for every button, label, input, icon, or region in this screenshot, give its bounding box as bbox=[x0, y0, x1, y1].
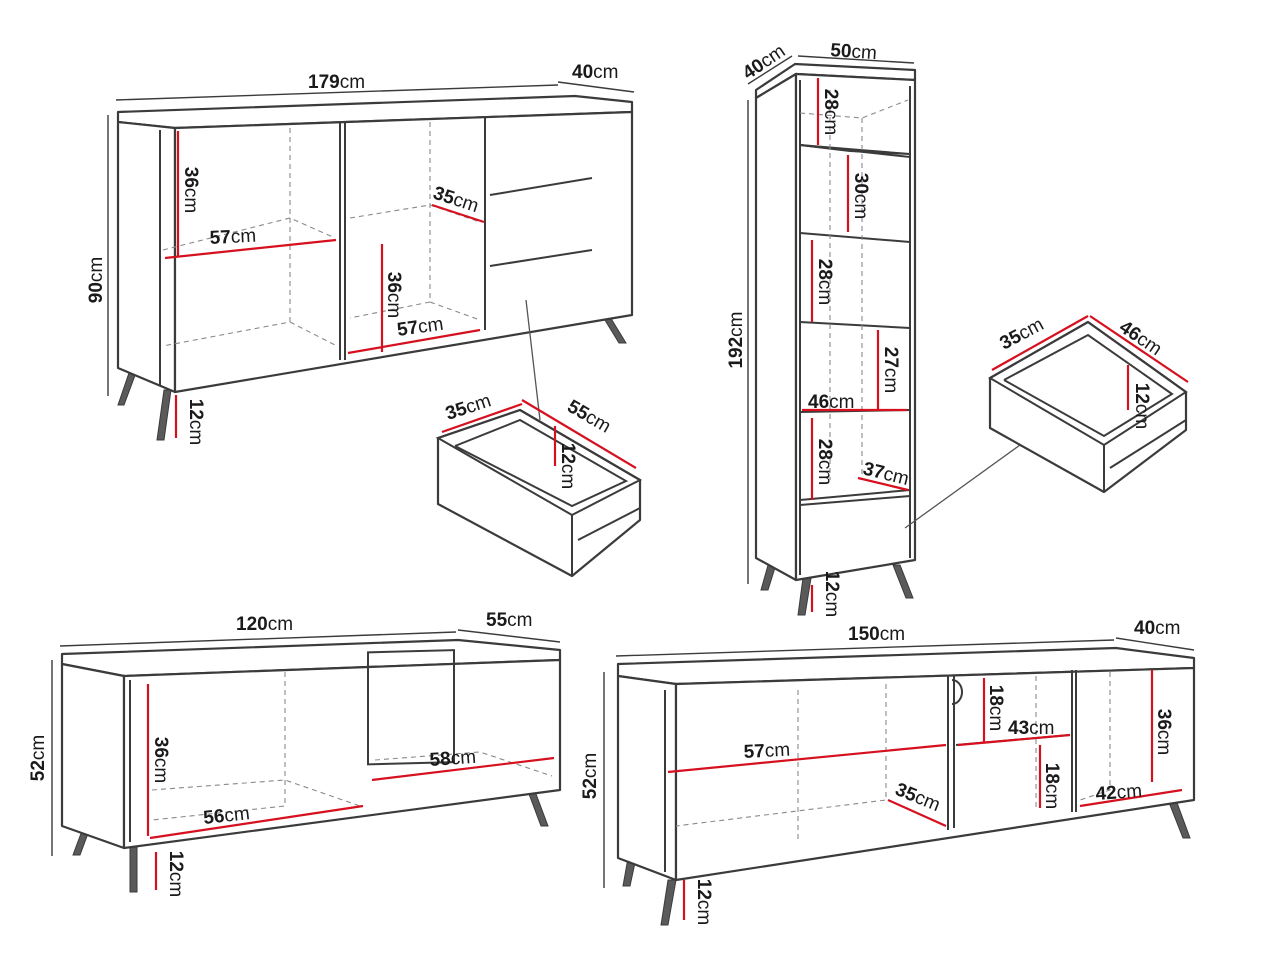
bookcase-shelf-width-label: 46cm bbox=[808, 392, 854, 413]
tv-large-side bbox=[616, 674, 678, 882]
tv-large-leg bbox=[660, 879, 677, 926]
tv-small-depth-label: 55cm bbox=[486, 610, 532, 631]
tv-small-compartment-width-label: 56cm bbox=[202, 803, 250, 829]
tv-large-right-height-label: 36cm bbox=[1153, 709, 1174, 755]
tv-large-niche-height-top-label: 18cm bbox=[985, 685, 1006, 731]
tv-small-open-width-label: 58cm bbox=[429, 747, 477, 771]
bookcase-drawer bbox=[988, 315, 1189, 494]
bookcase-shelf-h5-label: 28cm bbox=[814, 439, 835, 485]
tv-large-leg-height-label: 12cm bbox=[693, 879, 714, 925]
sideboard-drawer bbox=[435, 399, 643, 578]
bookcase-shelf-h4-label: 27cm bbox=[880, 347, 901, 393]
sideboard-drawer-depth-label: 35cm bbox=[443, 390, 494, 424]
bookcase-height-label: 192cm bbox=[726, 311, 747, 368]
sideboard-drawer-width-label: 55cm bbox=[564, 396, 615, 437]
cable-hole-icon bbox=[951, 679, 963, 705]
tv-small-height-label: 52cm bbox=[28, 735, 49, 781]
tv-small-side bbox=[60, 662, 126, 850]
tv-large-height-label: 52cm bbox=[580, 753, 601, 799]
tv-large-depth-label: 40cm bbox=[1134, 618, 1180, 639]
sideboard-drawer-height-label: 12cm bbox=[557, 443, 578, 489]
tv-large-niche-height-bottom-label: 18cm bbox=[1041, 763, 1062, 809]
sideboard-leg-height-label: 12cm bbox=[185, 399, 206, 445]
bookcase-shelf-h1-label: 28cm bbox=[820, 89, 841, 135]
tv-large-width-label: 150cm bbox=[848, 624, 905, 645]
bookcase-leg-height-label: 12cm bbox=[821, 571, 842, 617]
bookcase-shelf-depth-label: 37cm bbox=[861, 458, 911, 490]
sideboard-leg bbox=[156, 389, 172, 441]
bookcase-side bbox=[754, 72, 798, 582]
tv-large-niche-width-label: 43cm bbox=[1008, 718, 1054, 739]
sideboard-depth-label: 40cm bbox=[572, 62, 618, 83]
bookcase-width-label: 50cm bbox=[830, 40, 878, 64]
tv-small-leg bbox=[129, 844, 138, 893]
sideboard-shelf-width-left-label: 57cm bbox=[209, 226, 257, 249]
tv-small-compartment-height-label: 36cm bbox=[150, 737, 171, 783]
sideboard-shelf-height-mid-label: 36cm bbox=[383, 272, 404, 318]
bookcase-drawing bbox=[747, 55, 1021, 616]
sideboard-shelf-width-mid-label: 57cm bbox=[396, 314, 445, 341]
tv-large-compartment-width-label: 57cm bbox=[743, 740, 791, 763]
tv-stand-small-drawing bbox=[51, 629, 562, 893]
tv-small-width-label: 120cm bbox=[236, 614, 293, 635]
sideboard-shelf-height-left-label: 36cm bbox=[180, 167, 201, 213]
sideboard-width-label: 179cm bbox=[308, 72, 365, 93]
bookcase-drawer-height-label: 12cm bbox=[1131, 383, 1152, 429]
tv-small-leg-height-label: 12cm bbox=[165, 851, 186, 897]
bookcase-leg bbox=[892, 564, 914, 599]
bookcase-leg bbox=[797, 577, 812, 616]
tv-stand-large-drawing bbox=[603, 637, 1196, 926]
tv-large-front bbox=[674, 666, 1196, 882]
bookcase-shelf-h2-label: 30cm bbox=[850, 173, 871, 219]
bookcase-shelf-h3-label: 28cm bbox=[814, 259, 835, 305]
tv-small-front bbox=[122, 658, 562, 850]
sideboard-body bbox=[173, 110, 634, 394]
sideboard-height-label: 90cm bbox=[86, 257, 107, 303]
sideboard-drawing bbox=[107, 81, 635, 441]
tv-large-leg bbox=[1167, 799, 1191, 839]
bookcase-front bbox=[794, 72, 917, 582]
tv-large-right-width-label: 42cm bbox=[1095, 781, 1143, 805]
